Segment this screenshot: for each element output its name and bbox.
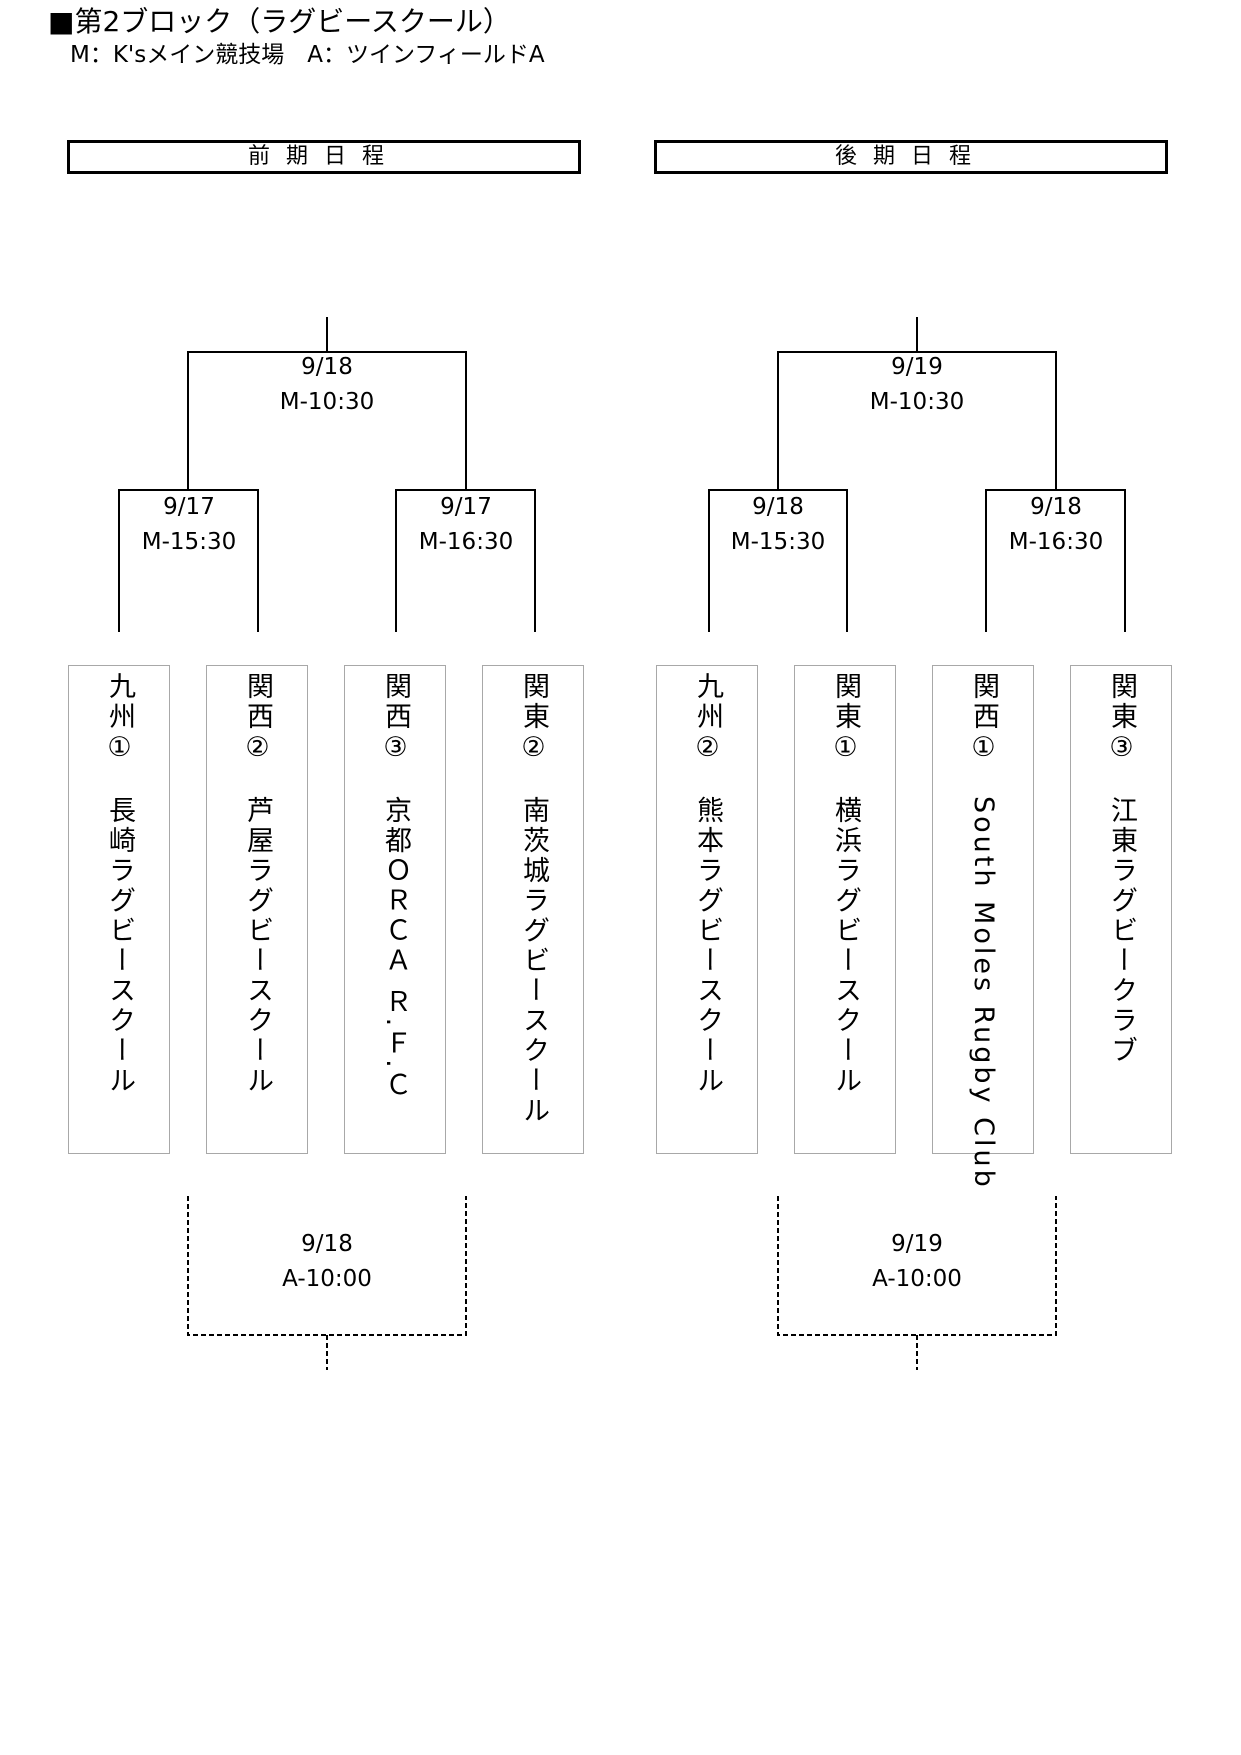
team-entry: 関東① 横浜ラグビースクール — [828, 672, 862, 1096]
match-date: 9/18 — [752, 494, 804, 520]
team-seed: 関東① — [830, 672, 861, 766]
team-name: South Moles Rugby Club — [968, 796, 999, 1190]
match-slot: M-10:30 — [279, 389, 375, 415]
match-date: 9/18 — [301, 1231, 353, 1257]
team-name: 江東ラグビークラブ — [1106, 796, 1137, 1066]
match-date: 9/18 — [1030, 494, 1082, 520]
team-seed: 関西② — [242, 672, 273, 766]
match-slot: M-15:30 — [141, 529, 237, 555]
team-box: 九州② 熊本ラグビースクール — [656, 665, 758, 1154]
team-entry: 関東③ 江東ラグビークラブ — [1104, 672, 1138, 1066]
first-semi-left-match: 9/17 M-15:30 — [142, 490, 236, 560]
team-entry: 関東② 南茨城ラグビースクール — [516, 672, 550, 1126]
team-box: 関西③ 京都ＯＲＣＡ Ｒ.Ｆ.Ｃ — [344, 665, 446, 1154]
team-box: 関西① South Moles Rugby Club — [932, 665, 1034, 1190]
second-semi-right-bracket — [985, 489, 1126, 632]
match-date: 9/17 — [440, 494, 492, 520]
match-date: 9/19 — [891, 1231, 943, 1257]
venue-legend: M：K'sメイン競技場 A：ツインフィールドA — [70, 42, 545, 68]
team-seed: 関東② — [518, 672, 549, 766]
team-entry: 九州② 熊本ラグビースクール — [690, 672, 724, 1096]
second-semi-right-match: 9/18 M-16:30 — [1009, 490, 1103, 560]
first-semi-right-bracket — [395, 489, 536, 632]
team-name: 京都ＯＲＣＡ Ｒ.Ｆ.Ｃ — [380, 796, 411, 1101]
first-placement-match: 9/18 A-10:00 — [282, 1227, 372, 1297]
second-placement-match: 9/19 A-10:00 — [872, 1227, 962, 1297]
second-final-bracket — [777, 351, 1057, 490]
second-final-match: 9/19 M-10:30 — [870, 350, 964, 420]
team-seed: 関東③ — [1106, 672, 1137, 766]
team-name: 南茨城ラグビースクール — [518, 796, 549, 1126]
team-entry: 関西② 芦屋ラグビースクール — [240, 672, 274, 1096]
team-box: 関東① 横浜ラグビースクール — [794, 665, 896, 1154]
team-entry: 関西③ 京都ＯＲＣＡ Ｒ.Ｆ.Ｃ — [378, 672, 412, 1101]
team-seed: 関西① — [968, 672, 999, 766]
match-date: 9/19 — [891, 354, 943, 380]
match-slot: A-10:00 — [282, 1266, 372, 1292]
match-slot: M-15:30 — [730, 529, 826, 555]
team-name: 長崎ラグビースクール — [104, 796, 135, 1096]
second-semi-left-bracket — [708, 489, 848, 632]
team-name: 横浜ラグビースクール — [830, 796, 861, 1096]
team-box: 関西② 芦屋ラグビースクール — [206, 665, 308, 1154]
second-phase-header: 後期日程 — [654, 140, 1168, 174]
match-slot: M-16:30 — [418, 529, 514, 555]
team-seed: 九州① — [104, 672, 135, 766]
page-title: ■第2ブロック（ラグビースクール） — [48, 5, 511, 38]
team-entry: 九州① 長崎ラグビースクール — [102, 672, 136, 1096]
team-box: 関東② 南茨城ラグビースクール — [482, 665, 584, 1154]
match-slot: A-10:00 — [872, 1266, 962, 1292]
team-name: 熊本ラグビースクール — [692, 796, 723, 1096]
match-date: 9/17 — [163, 494, 215, 520]
match-date: 9/18 — [301, 354, 353, 380]
match-slot: M-10:30 — [869, 389, 965, 415]
team-box: 九州① 長崎ラグビースクール — [68, 665, 170, 1154]
first-phase-header: 前期日程 — [67, 140, 581, 174]
team-seed: 九州② — [692, 672, 723, 766]
second-semi-left-match: 9/18 M-15:30 — [731, 490, 825, 560]
team-box: 関東③ 江東ラグビークラブ — [1070, 665, 1172, 1154]
first-semi-left-bracket — [118, 489, 259, 632]
team-entry: 関西① South Moles Rugby Club — [966, 672, 1000, 1190]
match-slot: M-16:30 — [1008, 529, 1104, 555]
first-final-bracket — [187, 351, 467, 490]
team-name: 芦屋ラグビースクール — [242, 796, 273, 1096]
team-seed: 関西③ — [380, 672, 411, 766]
first-final-match: 9/18 M-10:30 — [280, 350, 374, 420]
first-semi-right-match: 9/17 M-16:30 — [419, 490, 513, 560]
